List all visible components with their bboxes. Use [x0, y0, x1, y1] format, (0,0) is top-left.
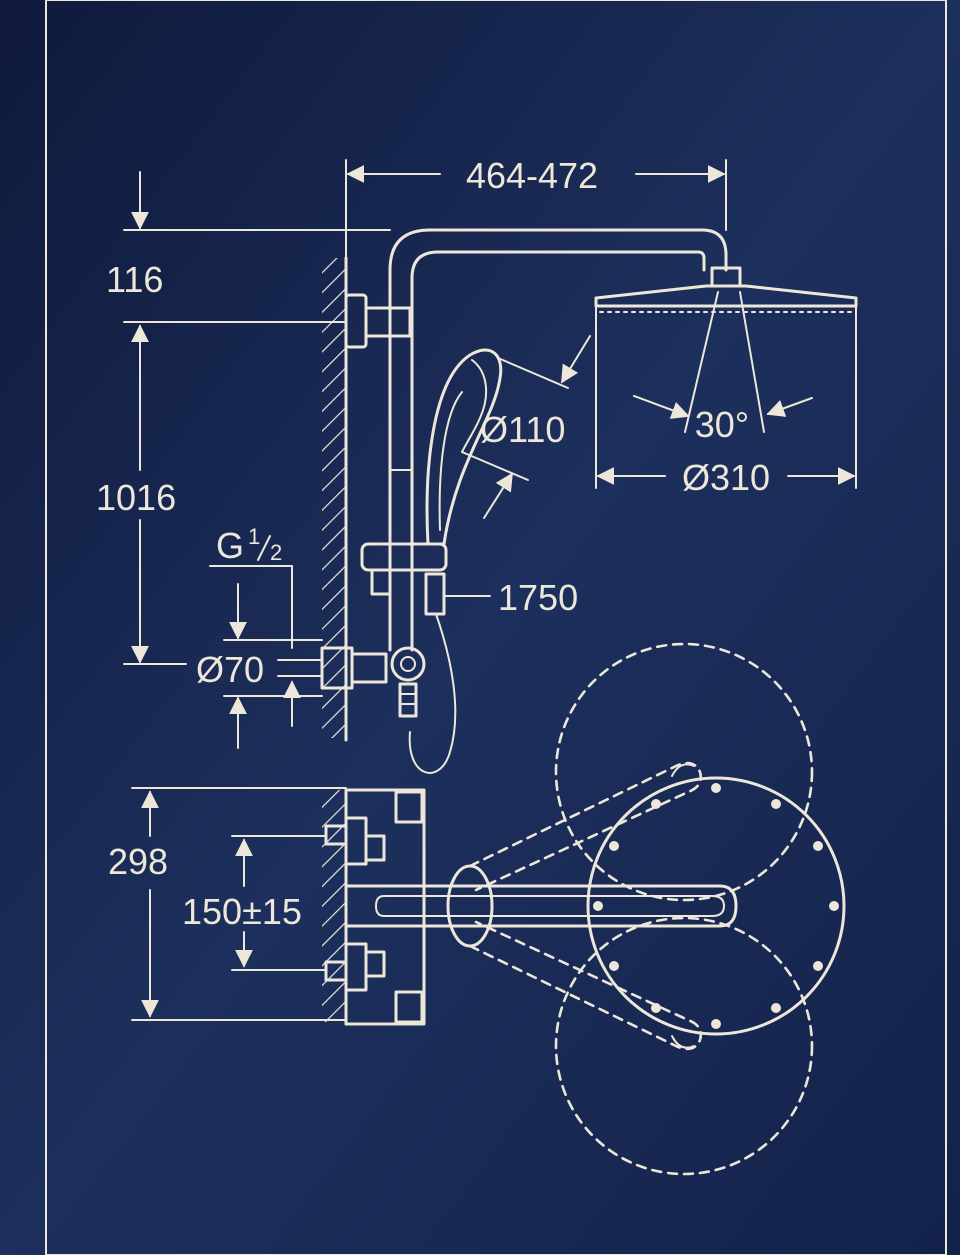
top-offset-label: 116	[106, 259, 163, 300]
thread-fraction-bar	[257, 535, 271, 561]
hose	[408, 613, 457, 774]
arm-position-lower	[468, 920, 703, 1051]
hand-shower-ridge	[438, 391, 463, 531]
thread-denominator: 2	[270, 540, 282, 565]
arm-position-upper	[468, 761, 703, 892]
head-position-upper	[554, 642, 814, 902]
inlet-top-union	[364, 834, 386, 862]
inlet-bottom-union	[364, 950, 386, 978]
angle-arrow-left	[633, 395, 690, 419]
elevation-view: 30° Ø310 Ø110 1750	[96, 155, 858, 774]
head-position-lower	[554, 916, 814, 1176]
diverter-knob-center	[400, 656, 416, 672]
plan-depth-label: 298	[108, 841, 168, 882]
inlet-spacing-label: 150±15	[182, 891, 302, 932]
angle-arrow-right	[766, 397, 813, 417]
riser-inner	[410, 250, 706, 652]
spray-angle-label: 30°	[695, 404, 749, 445]
hand-dim-arrow-top	[561, 335, 591, 384]
head-diameter-label: Ø310	[682, 457, 770, 498]
hand-shower	[425, 348, 503, 546]
diverter-knob	[390, 646, 426, 682]
hand-ext-bottom	[461, 451, 529, 481]
slider-clamp	[370, 568, 392, 596]
outlet-nut	[398, 682, 418, 718]
arm-length-label: 464-472	[466, 155, 598, 196]
hand-ext-top	[497, 357, 569, 389]
mixer-cap-bottom	[394, 990, 424, 1024]
escutcheon-diameter-label: Ø70	[196, 649, 264, 690]
spray-line-right	[739, 291, 765, 433]
sheet-frame	[45, 0, 947, 1255]
slider-holder	[360, 542, 448, 572]
arm-lower-end	[671, 1035, 695, 1049]
hose-length-label: 1750	[498, 577, 578, 618]
mixer-body	[344, 788, 426, 1026]
thread-numerator: 1	[248, 524, 260, 549]
hand-dim-arrow-bottom	[483, 472, 513, 519]
arm-upper-end	[671, 763, 695, 777]
thread-letter: G	[216, 525, 244, 566]
riser-outer	[388, 228, 728, 652]
plan-head-shower	[586, 776, 846, 1036]
valve-body	[350, 652, 388, 684]
rail-height-label: 1016	[96, 477, 176, 518]
plan-arm-inner	[375, 895, 725, 917]
mixer-cap-top	[394, 790, 424, 824]
wall-hatch	[322, 258, 346, 738]
spray-line-left	[684, 291, 719, 433]
plan-view: 298 150±15	[108, 642, 846, 1176]
plan-head-nozzles	[593, 783, 839, 1029]
hand-diameter-label: Ø110	[480, 409, 565, 450]
top-bracket-arm	[364, 306, 412, 338]
hand-shower-face	[461, 359, 488, 453]
